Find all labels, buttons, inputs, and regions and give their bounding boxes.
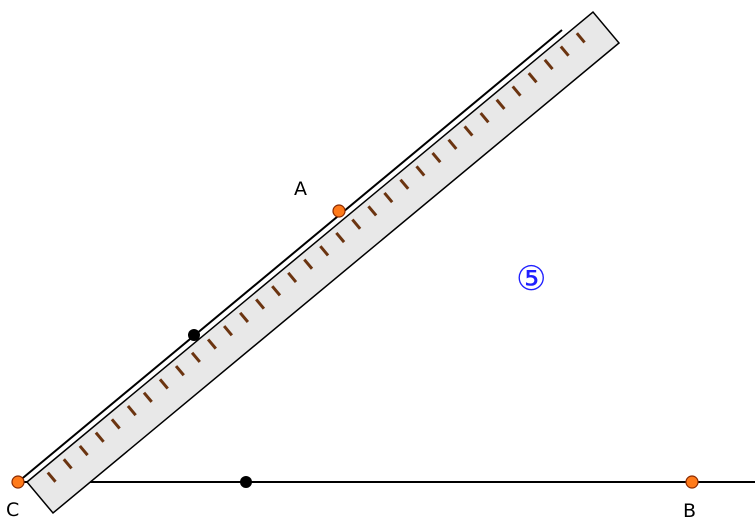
ruler-tick <box>431 152 442 164</box>
ruler-tick <box>527 72 538 84</box>
ruler-tick <box>383 192 394 204</box>
ruler-tick <box>62 458 73 470</box>
ruler-tick <box>142 391 153 403</box>
ruler-tick <box>351 218 362 230</box>
ruler[interactable] <box>25 10 621 515</box>
ruler-tick <box>271 285 282 297</box>
ruler-tick <box>158 378 169 390</box>
ruler-tick <box>94 431 105 443</box>
ruler-tick <box>46 471 57 483</box>
ray-ca <box>17 29 563 483</box>
step-number: ⑤ <box>516 259 546 299</box>
ruler-tick <box>174 365 185 377</box>
ruler-tick <box>415 165 426 177</box>
ruler-tick <box>190 351 201 363</box>
ruler-tick <box>287 271 298 284</box>
ruler-tick <box>303 258 314 270</box>
ruler-tick <box>463 125 474 137</box>
ruler-tick <box>495 98 506 110</box>
ruler-tick <box>511 85 522 97</box>
ruler-tick <box>543 58 554 70</box>
point-b[interactable] <box>685 475 699 489</box>
ruler-tick <box>335 231 346 244</box>
ruler-tick <box>110 418 121 430</box>
ruler-ticks <box>46 32 586 483</box>
ruler-tick <box>447 138 458 150</box>
ruler-tick <box>319 245 330 257</box>
ruler-tick <box>399 178 410 190</box>
point-c[interactable] <box>11 475 25 489</box>
point-c-label: C <box>6 499 19 521</box>
point-b-label: B <box>683 500 696 522</box>
ruler-tick <box>126 405 137 417</box>
free-point-on-ca[interactable] <box>188 329 200 341</box>
ruler-body[interactable] <box>25 10 621 515</box>
ruler-tick <box>559 45 570 57</box>
point-a-label: A <box>294 178 307 200</box>
ruler-tick <box>255 298 266 310</box>
ruler-tick <box>367 205 378 217</box>
ruler-tick <box>78 444 89 457</box>
ruler-tick <box>206 338 217 350</box>
free-point-on-cb[interactable] <box>240 476 252 488</box>
ruler-tick <box>575 32 586 44</box>
ruler-tick <box>479 112 490 124</box>
point-a[interactable] <box>332 204 346 218</box>
ruler-tick <box>222 325 233 337</box>
ruler-tick <box>239 311 250 323</box>
